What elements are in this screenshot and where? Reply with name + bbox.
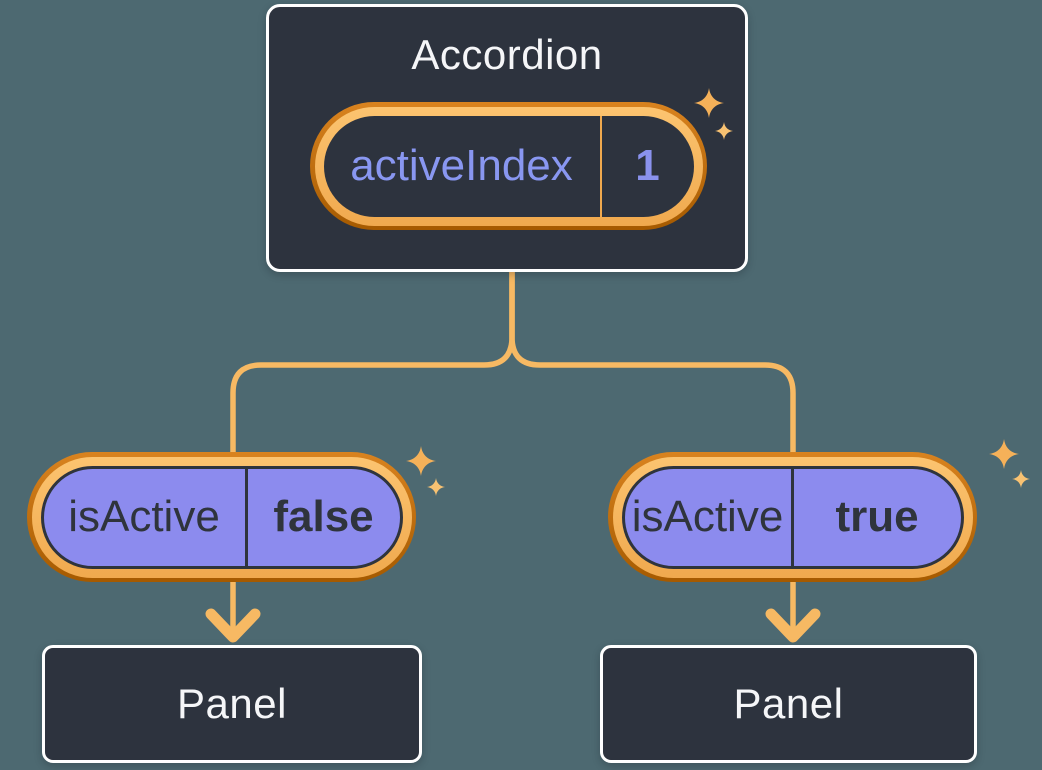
panel-node-left: Panel [42,645,422,763]
panel-node-right: Panel [600,645,977,763]
pill-gold-ring: activeIndex 1 [314,106,703,226]
pill-divider [599,115,602,217]
sparkle-icon-large [406,446,436,476]
state-label-text: isActive [68,492,220,541]
state-pill-activeindex: activeIndex 1 [310,102,707,230]
state-value-text: true [835,492,919,541]
state-label: isActive [625,469,791,566]
sparkle-icon-large [989,439,1019,469]
state-value-text: false [273,492,374,541]
state-label-text: activeIndex [350,141,573,190]
accordion-title: Accordion [411,31,603,78]
branch-line-right [509,267,796,633]
state-value: false [248,469,400,566]
sparkle-icon-large [694,88,724,118]
arrow-down-icon [765,608,821,643]
panel-title: Panel [177,680,287,727]
branch-line-left [230,267,515,633]
panel-title: Panel [733,680,844,727]
pill-gold-ring: isActive false [31,456,412,578]
sparkle-icon-small [715,122,733,140]
sparkle-icon-small [1012,470,1030,488]
pill-gold-ring: isActive true [612,456,973,578]
arrow-down-icon [205,608,261,643]
state-value: true [794,469,961,566]
sparkle-icon-small [427,478,445,496]
pill-divider [790,468,794,566]
state-label: isActive [44,469,245,566]
pill-divider [244,468,248,566]
state-label-text: isActive [631,492,784,541]
state-value-text: 1 [635,141,660,190]
state-value: 1 [602,116,694,217]
state-pill-isactive-left: isActive false [27,452,416,582]
state-label: activeIndex [324,116,600,217]
state-pill-isactive-right: isActive true [608,452,977,582]
